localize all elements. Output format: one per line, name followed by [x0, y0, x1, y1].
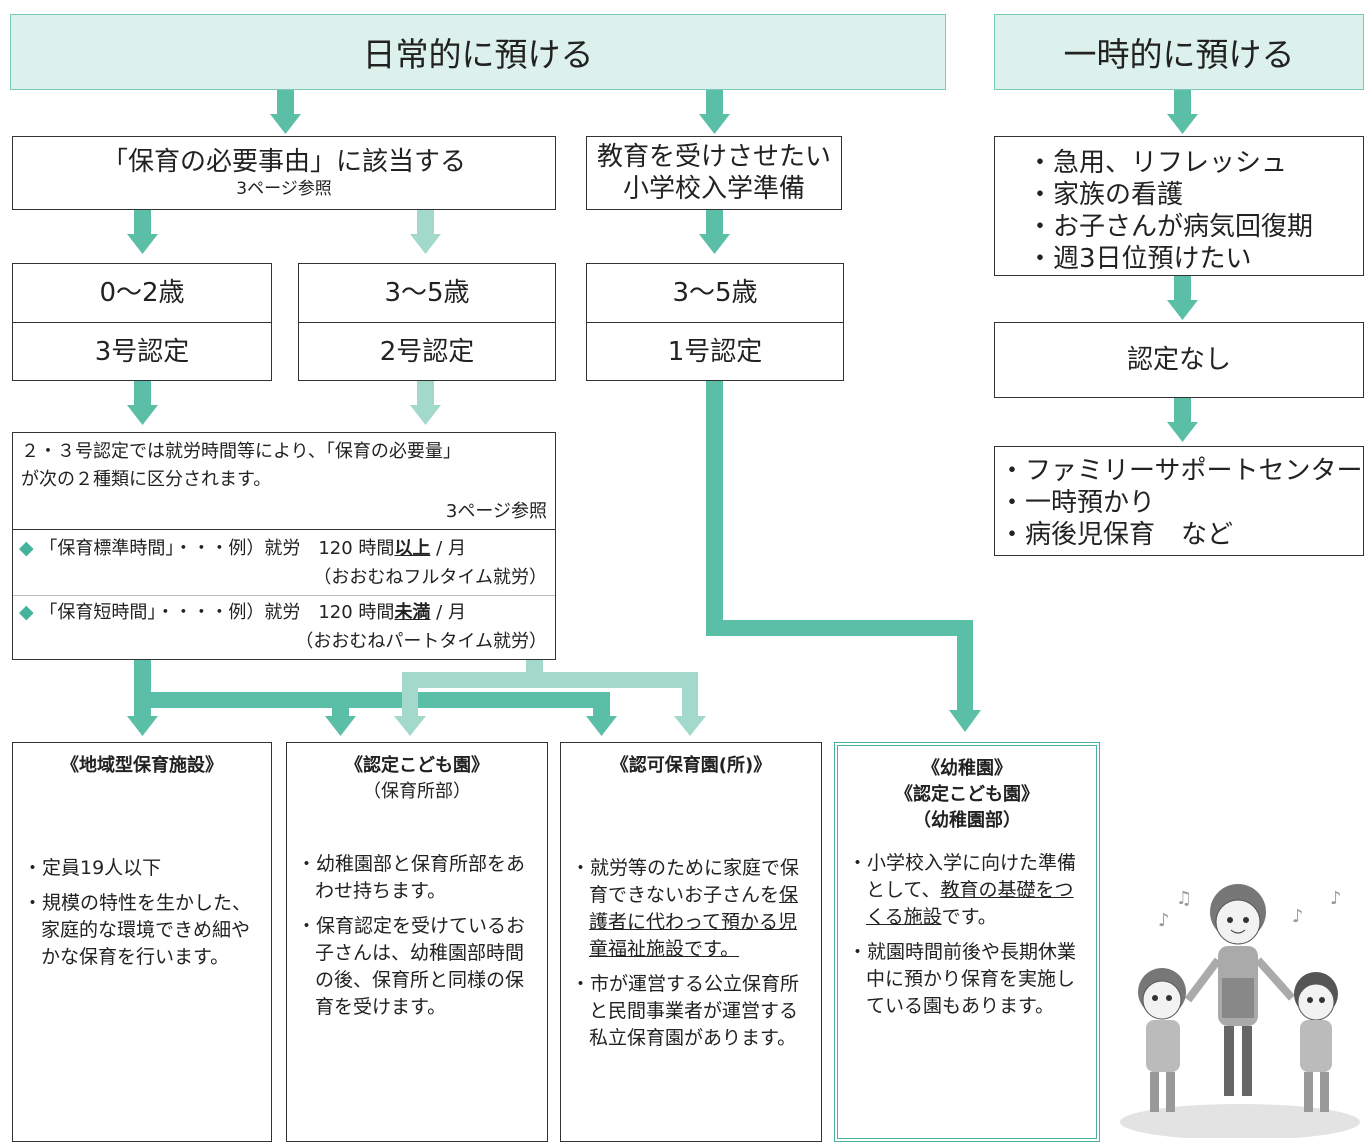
care-intro-line1: ２・３号認定では就労時間等により、「保育の必要量」: [21, 441, 461, 462]
temporary-reason: ・週3日位預けたい: [1027, 244, 1252, 274]
arrow-reasons-to-nocert: [1167, 276, 1198, 320]
facility-bullet-underlined: 教育の基礎をつくる施設: [866, 879, 1074, 928]
arrow-temp-to-reasons: [1167, 90, 1198, 134]
temporary-services-box: ・ファミリーサポートセンター ・一時預かり ・病後児保育 など: [994, 446, 1364, 556]
divider: [13, 529, 555, 530]
facility-bullet-text: ・小学校入学に向けた準備として、: [848, 852, 1077, 901]
standard-time-emph: 以上: [394, 538, 431, 559]
education-line2: 小学校入学準備: [622, 174, 805, 204]
svg-text:♫: ♫: [1176, 888, 1192, 909]
short-time-unit: / 月: [430, 602, 466, 623]
svg-text:♪: ♪: [1158, 910, 1170, 931]
arrow-cert3-to-careamount: [127, 381, 158, 425]
header-temporary: 一時的に預ける: [994, 14, 1364, 90]
short-time-note: （おおむねパートタイム就労）: [295, 631, 547, 652]
temporary-reason: ・急用、リフレッシュ: [1027, 148, 1288, 178]
facility-bullet: ・定員19人以下: [23, 857, 162, 879]
arrow-needs-to-age35: [410, 210, 441, 254]
arrow-education-to-age35-edu: [699, 210, 730, 254]
diamond-icon: ◆: [19, 537, 34, 559]
arrow-cert1-to-kindergarten: [706, 381, 981, 732]
header-daily-label: 日常的に預ける: [362, 35, 594, 74]
temporary-reason: ・家族の看護: [1027, 180, 1184, 210]
teacher-and-children-illustration: ♪ ♫ ♪ ♪: [1120, 884, 1360, 1138]
age-label: 3～5歳: [384, 278, 470, 308]
svg-text:♪: ♪: [1292, 906, 1304, 927]
facility-nintei-hoiku: 《認定こども園》 （保育所部） ・幼稚園部と保育所部をあわせ持ちます。 ・保育認…: [286, 742, 548, 1142]
short-time-text: 「保育短時間」・・・・例）就労 120 時間: [39, 602, 395, 623]
care-ref: 3ページ参照: [445, 501, 547, 522]
education-line1: 教育を受けさせたい: [596, 142, 831, 172]
needs-ref: 3ページ参照: [236, 179, 332, 199]
facility-title: 《認定こども園》: [345, 755, 489, 776]
age-box-3-5-education: 3～5歳 1号認定: [586, 263, 844, 381]
facility-bullet: ・就労等のために家庭で保育できないお子さんを保護者に代わって預かる児童福祉施設で…: [571, 855, 811, 963]
age-box-3-5: 3～5歳 2号認定: [298, 263, 556, 381]
age-label: 0～2歳: [99, 278, 185, 308]
facility-bullet: ・保育認定を受けているお子さんは、幼稚園部時間の後、保育所と同様の保育を受けます…: [297, 915, 526, 1018]
facility-title: 《認定こども園》: [895, 784, 1039, 805]
arrow-careamount-to-facilities-light: [394, 660, 706, 736]
standard-time-note: （おおむねフルタイム就労）: [313, 567, 547, 588]
facility-youchien: 《幼稚園》 《認定こども園》 （幼稚園部） ・小学校入学に向けた準備として、教育…: [834, 742, 1100, 1142]
divider-thin: [13, 595, 555, 596]
facility-bullet: ・市が運営する公立保育所と民間事業者が運営する私立保育園があります。: [571, 973, 800, 1049]
temporary-reason: ・お子さんが病気回復期: [1027, 212, 1314, 242]
facility-bullet: ・就園時間前後や長期休業中に預かり保育を実施している園もあります。: [848, 941, 1077, 1017]
facility-title: 《認可保育園(所)》: [610, 755, 772, 776]
temporary-service: ・ファミリーサポートセンター: [999, 456, 1363, 486]
divider: [587, 322, 843, 323]
temporary-reasons-box: ・急用、リフレッシュ ・家族の看護 ・お子さんが病気回復期 ・週3日位預けたい: [994, 136, 1364, 276]
facility-bullet: ・小学校入学に向けた準備として、教育の基礎をつくる施設です。: [848, 850, 1086, 931]
facility-bullet-text: です。: [941, 906, 997, 928]
arrow-daily-to-needs: [270, 90, 301, 134]
age-box-0-2: 0～2歳 3号認定: [12, 263, 272, 381]
arrow-daily-to-education: [699, 90, 730, 134]
diamond-icon: ◆: [19, 601, 34, 623]
temporary-service: ・病後児保育 など: [999, 520, 1234, 550]
arrow-needs-to-age02: [127, 210, 158, 254]
short-time-emph: 未満: [394, 602, 431, 623]
facility-bullet-text: ・就労等のために家庭で保育できないお子さんを: [571, 857, 800, 906]
facility-bullet: ・規模の特性を生かした、家庭的な環境できめ細やかな保育を行います。: [23, 892, 252, 968]
cert-label: 2号認定: [379, 337, 475, 367]
standard-time-unit: / 月: [430, 538, 466, 559]
facility-chiiki: 《地域型保育施設》 ・定員19人以下 ・規模の特性を生かした、家庭的な環境できめ…: [12, 742, 272, 1142]
standard-time-row: ◆ 「保育標準時間」・・・例）就労 120 時間以上 / 月: [19, 535, 466, 562]
short-time-row: ◆ 「保育短時間」・・・・例）就労 120 時間未満 / 月: [19, 599, 466, 626]
age-label: 3～5歳: [672, 278, 758, 308]
no-cert-label: 認定なし: [1126, 345, 1231, 375]
care-intro-line2: が次の２種類に区分されます。: [21, 469, 272, 490]
cert-label: 3号認定: [94, 337, 190, 367]
care-amount-box: ２・３号認定では就労時間等により、「保育の必要量」 が次の２種類に区分されます。…: [12, 432, 556, 660]
arrow-cert2-to-careamount: [410, 381, 441, 425]
facility-title: 《幼稚園》: [922, 758, 1012, 779]
facility-subtitle: （保育所部）: [363, 781, 471, 802]
divider: [13, 322, 271, 323]
svg-text:♪: ♪: [1330, 888, 1342, 909]
needs-title: 「保育の必要事由」に該当する: [101, 147, 466, 177]
facility-bullet-underlined: 保護者に代わって預かる児童福祉施設です。: [589, 884, 799, 960]
facility-title: 《地域型保育施設》: [61, 755, 223, 776]
arrow-careamount-to-facilities: [127, 660, 617, 736]
no-cert-box: 認定なし: [994, 322, 1364, 398]
temporary-service: ・一時預かり: [999, 488, 1156, 518]
divider: [299, 322, 555, 323]
header-temporary-label: 一時的に預ける: [1063, 35, 1295, 74]
cert-label: 1号認定: [667, 337, 763, 367]
needs-box: 「保育の必要事由」に該当する 3ページ参照: [12, 136, 556, 210]
header-daily: 日常的に預ける: [10, 14, 946, 90]
facility-bullet: ・幼稚園部と保育所部をあわせ持ちます。: [297, 853, 526, 902]
facility-subtitle: （幼稚園部）: [913, 810, 1021, 831]
education-box: 教育を受けさせたい 小学校入学準備: [586, 136, 842, 210]
arrow-nocert-to-services: [1167, 398, 1198, 442]
standard-time-text: 「保育標準時間」・・・例）就労 120 時間: [39, 538, 395, 559]
facility-ninka: 《認可保育園(所)》 ・就労等のために家庭で保育できないお子さんを保護者に代わっ…: [560, 742, 822, 1142]
